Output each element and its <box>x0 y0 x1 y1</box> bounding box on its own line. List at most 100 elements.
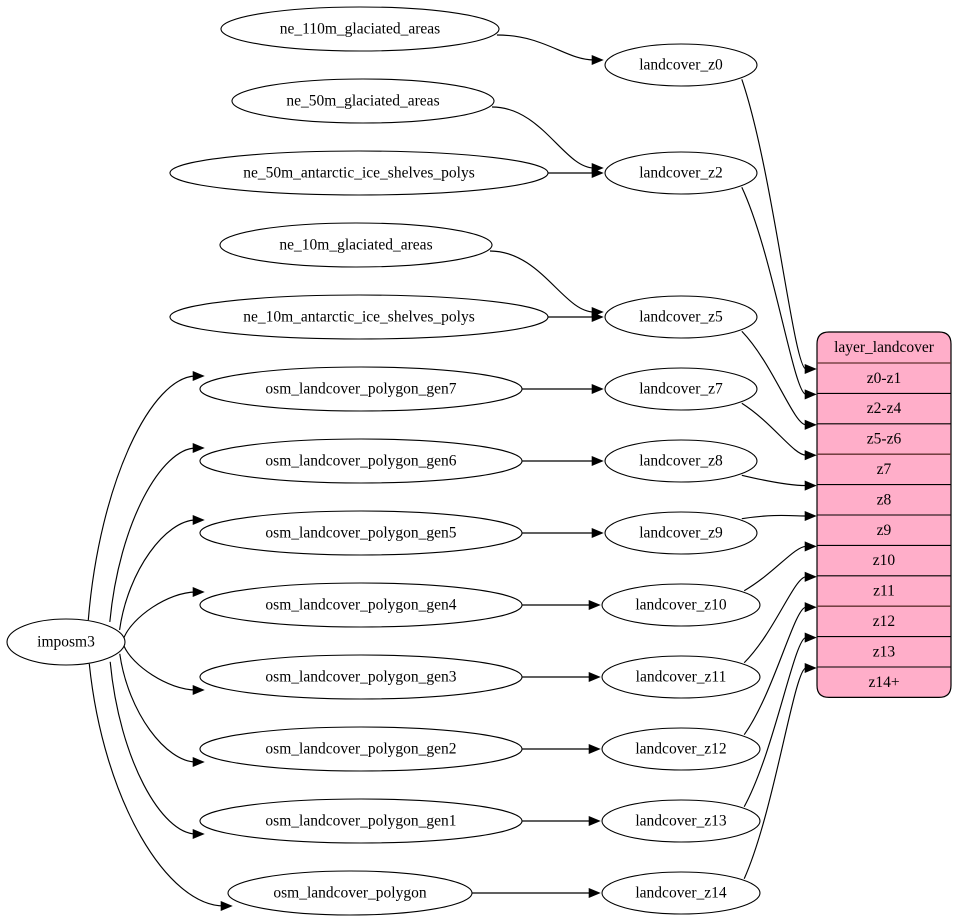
node-imposm3[interactable]: imposm3 <box>6 618 126 666</box>
node-shape <box>220 6 500 52</box>
node-label: ne_50m_glaciated_areas <box>286 93 439 110</box>
edge-osm_landcover_polygon_gen2-to-landcover_z12 <box>519 743 601 755</box>
table-row-label: z8 <box>877 491 892 508</box>
node-osm_landcover_polygon_gen1[interactable]: osm_landcover_polygon_gen1 <box>199 798 523 844</box>
edge-landcover_z14-to-table-row-10 <box>743 662 817 879</box>
edge-imposm3-to-osm_landcover_polygon_gen2 <box>119 653 205 768</box>
node-shape <box>604 511 758 555</box>
table-row-label: z0-z1 <box>867 370 901 387</box>
node-label: landcover_z12 <box>635 741 726 758</box>
node-label: landcover_z5 <box>639 309 723 326</box>
edge-osm_landcover_polygon_gen4-to-landcover_z10 <box>519 599 601 611</box>
node-osm_landcover_polygon_gen6[interactable]: osm_landcover_polygon_gen6 <box>199 438 523 484</box>
table-row-label: z7 <box>877 461 892 478</box>
node-label: landcover_z13 <box>635 813 726 830</box>
node-osm_landcover_polygon_gen4[interactable]: osm_landcover_polygon_gen4 <box>199 582 523 628</box>
table-row-z12[interactable]: z12 <box>817 606 951 636</box>
node-label: imposm3 <box>37 634 95 651</box>
edge-osm_landcover_polygon_gen3-to-landcover_z11 <box>519 671 601 683</box>
node-ne_50m_antarctic_ice_shelves_polys[interactable]: ne_50m_antarctic_ice_shelves_polys <box>169 150 549 196</box>
node-shape <box>227 870 473 916</box>
node-shape <box>231 78 495 124</box>
node-landcover_z9[interactable]: landcover_z9 <box>604 511 758 555</box>
edge-imposm3-to-osm_landcover_polygon_gen5 <box>119 514 205 631</box>
edge-imposm3-to-osm_landcover_polygon_gen3 <box>123 645 205 696</box>
table-row-z10[interactable]: z10 <box>817 545 951 575</box>
edge-ne_10m_antarctic_ice_shelves_polys-to-landcover_z5 <box>545 311 604 323</box>
node-label: osm_landcover_polygon <box>273 885 427 902</box>
table-row-z14+[interactable]: z14+ <box>817 667 951 697</box>
node-osm_landcover_polygon_gen2[interactable]: osm_landcover_polygon_gen2 <box>199 726 523 772</box>
node-landcover_z5[interactable]: landcover_z5 <box>604 295 758 339</box>
node-label: ne_110m_glaciated_areas <box>280 21 440 38</box>
edge-imposm3-to-osm_landcover_polygon_gen7 <box>87 370 205 621</box>
edge-landcover_z5-to-table-row-2 <box>741 330 817 430</box>
node-shape <box>199 510 523 556</box>
edge-landcover_z7-to-table-row-3 <box>741 402 817 461</box>
node-shape <box>6 618 126 666</box>
node-shape <box>601 727 761 771</box>
node-shape <box>601 583 761 627</box>
node-landcover_z7[interactable]: landcover_z7 <box>604 367 758 411</box>
table-row-z8[interactable]: z8 <box>817 485 951 515</box>
node-label: ne_50m_antarctic_ice_shelves_polys <box>243 165 475 182</box>
table-row-z11[interactable]: z11 <box>817 576 951 606</box>
table-row-label: z14+ <box>868 674 899 691</box>
table-row-z13[interactable]: z13 <box>817 637 951 667</box>
node-label: osm_landcover_polygon_gen7 <box>265 381 456 398</box>
node-ne_10m_glaciated_areas[interactable]: ne_10m_glaciated_areas <box>219 222 493 268</box>
node-label: ne_10m_antarctic_ice_shelves_polys <box>243 309 475 326</box>
node-osm_landcover_polygon[interactable]: osm_landcover_polygon <box>227 870 473 916</box>
node-landcover_z14[interactable]: landcover_z14 <box>601 871 761 915</box>
node-landcover_z12[interactable]: landcover_z12 <box>601 727 761 771</box>
node-ne_110m_glaciated_areas[interactable]: ne_110m_glaciated_areas <box>220 6 500 52</box>
node-landcover_z8[interactable]: landcover_z8 <box>604 439 758 483</box>
table-row-label: z13 <box>873 643 896 660</box>
table-row-z0-z1[interactable]: z0-z1 <box>817 363 951 393</box>
edge-landcover_z2-to-table-row-1 <box>741 187 817 400</box>
table-header-label: layer_landcover <box>834 339 935 356</box>
node-landcover_z13[interactable]: landcover_z13 <box>601 799 761 843</box>
table-row-z2-z4[interactable]: z2-z4 <box>817 393 951 423</box>
edge-osm_landcover_polygon-to-landcover_z14 <box>470 887 601 899</box>
table-row-z5-z6[interactable]: z5-z6 <box>817 424 951 454</box>
table-row-label: z10 <box>873 552 896 569</box>
node-ne_50m_glaciated_areas[interactable]: ne_50m_glaciated_areas <box>231 78 495 124</box>
node-landcover_z10[interactable]: landcover_z10 <box>601 583 761 627</box>
table-row-z9[interactable]: z9 <box>817 515 951 545</box>
node-shape <box>169 150 549 196</box>
edge-ne_110m_glaciated_areas-to-landcover_z0 <box>496 34 604 66</box>
node-shape <box>604 439 758 483</box>
table-row-z7[interactable]: z7 <box>817 454 951 484</box>
node-shape <box>199 798 523 844</box>
node-label: landcover_z7 <box>639 381 723 398</box>
node-label: osm_landcover_polygon_gen3 <box>265 669 456 686</box>
edge-landcover_z13-to-table-row-9 <box>743 632 817 807</box>
node-osm_landcover_polygon_gen7[interactable]: osm_landcover_polygon_gen7 <box>199 366 523 412</box>
node-landcover_z2[interactable]: landcover_z2 <box>604 151 758 195</box>
node-osm_landcover_polygon_gen5[interactable]: osm_landcover_polygon_gen5 <box>199 510 523 556</box>
node-shape <box>199 366 523 412</box>
edge-osm_landcover_polygon_gen1-to-landcover_z13 <box>519 815 601 827</box>
node-label: landcover_z8 <box>639 453 723 470</box>
node-osm_landcover_polygon_gen3[interactable]: osm_landcover_polygon_gen3 <box>199 654 523 700</box>
node-label: osm_landcover_polygon_gen4 <box>265 597 456 614</box>
node-label: osm_landcover_polygon_gen2 <box>265 741 456 758</box>
node-shape <box>199 438 523 484</box>
node-landcover_z0[interactable]: landcover_z0 <box>604 43 758 87</box>
edge-imposm3-to-osm_landcover_polygon_gen4 <box>123 586 205 639</box>
node-label: landcover_z2 <box>639 165 723 182</box>
node-shape <box>604 295 758 339</box>
table-row-label: z11 <box>873 583 895 600</box>
edge-landcover_z9-to-table-row-5 <box>741 510 817 522</box>
edges-layer <box>87 34 817 912</box>
edge-landcover_z0-to-table-row-0 <box>741 79 817 375</box>
node-shape <box>199 582 523 628</box>
edge-landcover_z11-to-table-row-7 <box>743 571 817 664</box>
node-label: osm_landcover_polygon_gen1 <box>265 813 456 830</box>
node-label: landcover_z14 <box>635 885 726 902</box>
node-ne_10m_antarctic_ice_shelves_polys[interactable]: ne_10m_antarctic_ice_shelves_polys <box>169 294 549 340</box>
node-landcover_z11[interactable]: landcover_z11 <box>601 655 761 699</box>
